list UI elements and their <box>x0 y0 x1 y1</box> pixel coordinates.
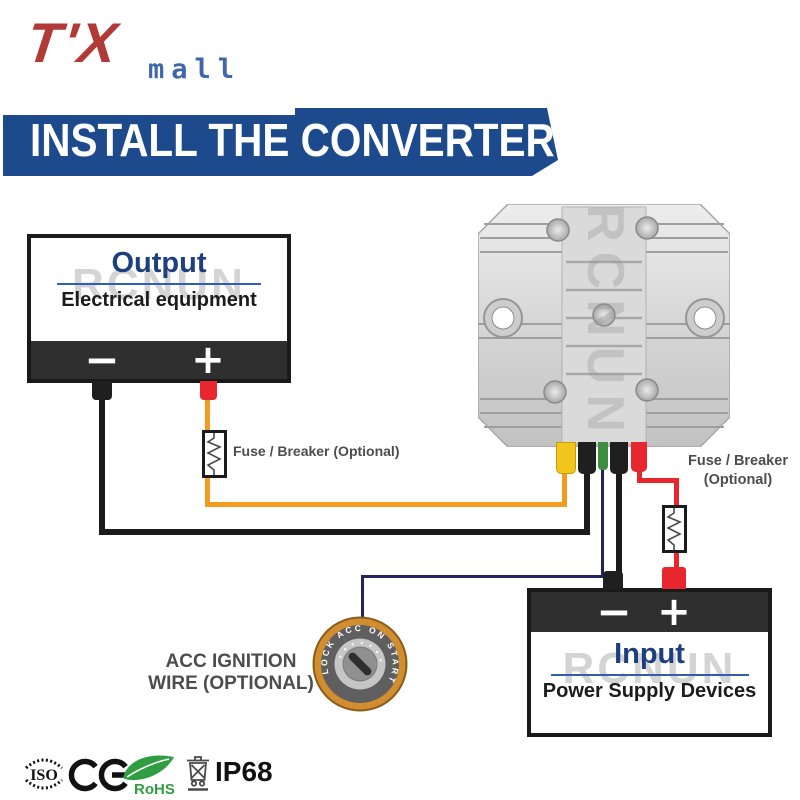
output-subtitle: Electrical equipment <box>61 289 257 311</box>
minus-terminal-symbol: − <box>596 588 632 636</box>
plus-terminal-symbol: + <box>191 337 225 383</box>
output-negative-stub <box>92 381 112 400</box>
output-terminal-bar: − + <box>31 335 287 379</box>
brand-logo-text: T'X <box>17 11 130 74</box>
mounting-hole-icon <box>483 298 725 338</box>
fuse-breaker-symbol <box>662 505 687 553</box>
converter-green-terminal <box>598 442 608 470</box>
output-device-box: RCNUN Output Electrical equipment − + <box>27 234 291 383</box>
title-banner: INSTALL THE CONVERTER <box>3 108 558 176</box>
ignition-switch: LOCK ACC ON START <box>312 616 408 712</box>
watermark: RCNUN <box>562 644 737 693</box>
input-device-box: − + RCNUN Input Power Supply Devices <box>527 588 772 737</box>
input-positive-wire <box>674 551 679 573</box>
brand-logo-sub: mall <box>148 54 242 85</box>
output-negative-wire <box>584 466 590 535</box>
input-terminal-bar: − + <box>531 589 768 636</box>
output-positive-wire <box>205 502 567 507</box>
keyhole-icon <box>348 652 372 676</box>
output-positive-wire <box>205 475 210 507</box>
converter-yellow-terminal <box>556 442 576 474</box>
screw-icon <box>543 216 659 404</box>
page-title: INSTALL THE CONVERTER <box>30 114 555 166</box>
ce-icon <box>68 758 128 792</box>
plus-terminal-symbol: + <box>657 589 691 635</box>
fuse-breaker-label: Fuse / Breaker (Optional) <box>688 453 788 488</box>
input-positive-wire <box>674 478 679 508</box>
output-positive-stub <box>200 381 217 400</box>
converter-black-terminal <box>610 442 628 474</box>
output-negative-wire <box>99 397 105 535</box>
output-title: Output <box>111 247 207 279</box>
ip68-label: IP68 <box>215 756 273 787</box>
title-underline <box>550 674 749 676</box>
input-positive-stub <box>662 567 686 589</box>
minus-terminal-symbol: − <box>84 335 120 383</box>
acc-ignition-wire <box>361 575 604 578</box>
iso-icon: ISO <box>25 758 63 790</box>
converter-black-terminal <box>578 442 596 474</box>
fuse-breaker-symbol <box>202 430 227 478</box>
rohs-icon: RoHS <box>123 755 175 798</box>
converter-device-image <box>478 204 730 447</box>
weee-bin-icon <box>187 756 209 791</box>
svg-text:RoHS: RoHS <box>134 781 175 798</box>
input-positive-wire <box>637 465 642 483</box>
input-positive-wire <box>637 478 679 483</box>
converter-red-terminal <box>631 442 647 472</box>
input-subtitle: Power Supply Devices <box>542 680 757 702</box>
watermark: RCNUN <box>575 203 634 442</box>
fuse-breaker-label: Fuse / Breaker (Optional) <box>233 443 400 459</box>
title-underline <box>57 283 261 285</box>
input-negative-wire <box>616 468 622 575</box>
svg-text:ISO: ISO <box>30 767 58 784</box>
output-positive-wire <box>205 397 210 433</box>
acc-ignition-label: ACC IGNITION WIRE (OPTIONAL) <box>148 651 314 694</box>
input-negative-stub <box>603 571 623 589</box>
output-positive-wire <box>562 468 567 507</box>
acc-ignition-wire <box>601 468 604 578</box>
output-negative-wire <box>99 529 590 535</box>
acc-ignition-wire <box>361 578 364 622</box>
input-title: Input <box>614 638 685 670</box>
